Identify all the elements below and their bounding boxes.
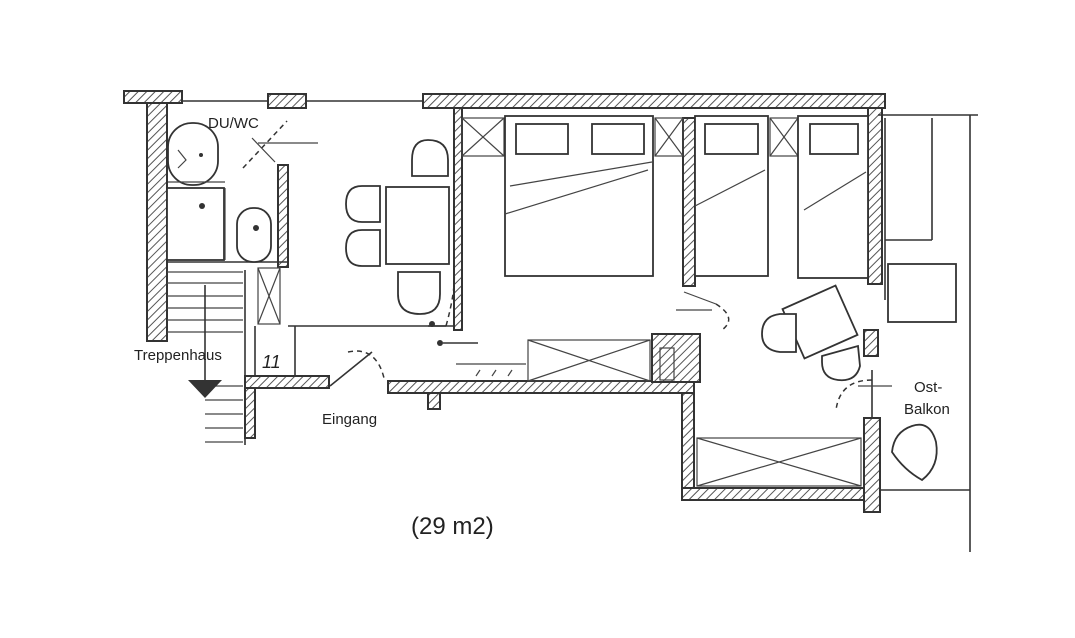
balcony-table — [887, 263, 957, 323]
pillow-bed-1 — [704, 123, 759, 155]
lounge-chair-left — [761, 313, 797, 353]
bathroom — [166, 120, 318, 263]
wall-stub-bottom — [427, 392, 441, 410]
bathroom-label: DU/WC — [208, 115, 259, 132]
wall-right-lower — [863, 417, 881, 513]
shower-tray — [166, 187, 225, 261]
bed-blanket-line — [504, 169, 649, 215]
pillar-niche — [659, 347, 675, 381]
balcony-chair — [891, 423, 938, 482]
toilet — [236, 207, 272, 263]
wardrobe-living — [527, 339, 651, 382]
wall-pillar — [651, 333, 701, 383]
tap-icon — [177, 149, 187, 169]
wardrobe-closet — [696, 437, 862, 487]
wall-living-bedroom — [453, 107, 463, 331]
entrance-label: Eingang — [322, 411, 377, 428]
pillow-left — [515, 123, 569, 155]
wall-closet-bottom — [681, 487, 865, 501]
pillow-bed-2 — [809, 123, 859, 155]
entrance-door-swing — [347, 350, 385, 379]
area-label: (29 m2) — [411, 513, 494, 540]
bathroom-door-swing — [242, 120, 288, 169]
balcony-label-line2: Balkon — [904, 401, 950, 418]
cabinets — [456, 339, 862, 487]
dining-area — [345, 139, 450, 315]
nightstand-left — [461, 117, 505, 157]
stair-number-label: 11 — [262, 352, 281, 372]
wall-left — [146, 102, 168, 342]
stairwell: 11 — [167, 267, 281, 443]
wall-top-main — [422, 93, 886, 109]
bedroom-main — [461, 115, 684, 277]
nightstand-right — [654, 117, 684, 157]
entrance-door-leaf — [329, 351, 373, 387]
chair-bottom — [397, 271, 441, 315]
lounge-corner — [761, 263, 957, 482]
twin-room-door-leaf — [683, 291, 717, 305]
wall-right — [867, 107, 883, 285]
chair-top — [411, 139, 449, 177]
twin-room-door-swing — [715, 303, 730, 331]
stairwell-label: Treppenhaus — [134, 347, 222, 364]
wall-top-stub — [267, 93, 307, 109]
wall-top-left — [123, 90, 183, 104]
wall-bathroom — [277, 164, 289, 268]
wall-stair-side — [244, 387, 256, 439]
balcony-label-line1: Ost- — [914, 379, 942, 396]
wall-bottom — [387, 380, 695, 394]
balcony-door-swing — [835, 379, 873, 411]
bedroom-twin — [694, 115, 869, 279]
lounge-chair-bottom — [821, 344, 861, 382]
washbasin — [167, 122, 219, 186]
doors — [329, 269, 892, 411]
wall-closet-left — [681, 392, 695, 498]
wall-bedroom-divider — [682, 117, 696, 287]
chair-left-2 — [345, 229, 381, 267]
wall-entrance-left — [244, 375, 330, 389]
pillow-right — [591, 123, 645, 155]
labels: DU/WC Treppenhaus Eingang Ost- Balkon (2… — [134, 115, 950, 540]
shaft-box — [257, 267, 281, 325]
wall-post — [863, 329, 879, 357]
stair-arrow-icon — [188, 380, 222, 398]
dining-table — [385, 186, 450, 265]
outlines — [167, 100, 978, 552]
chair-left-1 — [345, 185, 381, 223]
